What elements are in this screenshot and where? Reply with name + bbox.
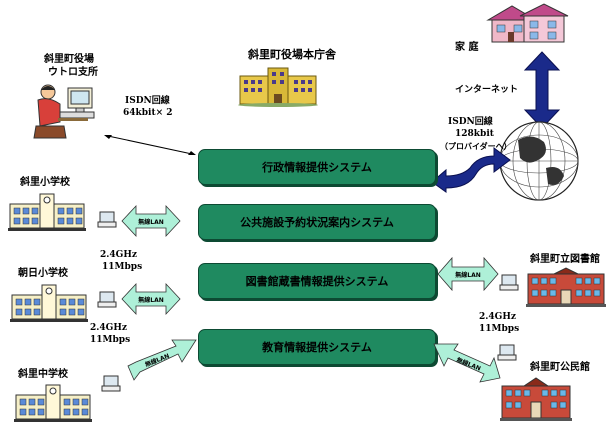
isdn-left-2: 64kbit× 2: [123, 108, 173, 118]
system-box-gyosei[interactable]: 行政情報提供システム: [198, 149, 436, 185]
freq-right-2: 11Mbps: [479, 324, 520, 334]
school1-building-icon: [8, 193, 86, 231]
school1-pc-icon: [97, 211, 117, 228]
wireless-arrow-2: 無線LAN: [121, 282, 181, 316]
library-building-icon: [526, 267, 606, 307]
freq-left-1: 2.4GHz: [100, 250, 137, 260]
isdn-right-2: 128kbit: [455, 129, 494, 139]
home-label: 家 庭: [455, 42, 479, 53]
isdn-right-3: （プロバイダーへ）: [440, 141, 512, 151]
house-icon: [486, 3, 569, 43]
school2-building-icon: [10, 284, 88, 322]
isdn-left-connector: [104, 135, 196, 155]
system-box-toshokan[interactable]: 図書館蔵書情報提供システム: [198, 263, 436, 299]
globe-icon: [499, 121, 579, 201]
freq-left2-2: 11Mbps: [90, 335, 131, 345]
freq-left2-1: 2.4GHz: [90, 323, 127, 333]
wireless-label-4: 無線LAN: [455, 271, 481, 279]
school3-label: 斜里中学校: [18, 369, 68, 380]
system-box-kyoiku[interactable]: 教育情報提供システム: [198, 329, 436, 365]
school1-label: 斜里小学校: [20, 177, 70, 188]
wireless-label-2: 無線LAN: [138, 296, 164, 304]
wireless-arrow-4: 無線LAN: [437, 256, 499, 292]
wireless-arrow-1: 無線LAN: [121, 204, 181, 238]
library-label: 斜里町立図書館: [530, 254, 600, 265]
library-pc-icon: [499, 274, 519, 291]
wireless-arrow-3: 無線LAN: [127, 339, 197, 381]
internet-wavy-arrow: [431, 147, 511, 193]
school3-pc-icon: [101, 375, 121, 392]
isdn-left-1: ISDN回線: [125, 96, 170, 106]
utoro-label-1: 斜里町役場: [44, 54, 94, 65]
internet-label: インターネット: [455, 85, 519, 95]
utoro-label-2: ウトロ支所: [48, 67, 98, 78]
school2-pc-icon: [97, 291, 117, 308]
school2-label: 朝日小学校: [18, 268, 68, 279]
system-box-shisetsu[interactable]: 公共施設予約状況案内システム: [198, 204, 436, 240]
main-office-label: 斜里町役場本庁舎: [248, 48, 336, 61]
wireless-label-1: 無線LAN: [138, 218, 164, 226]
freq-left-2: 11Mbps: [102, 262, 143, 272]
person-at-computer-icon: [33, 84, 95, 139]
isdn-right-1: ISDN回線: [448, 117, 493, 127]
main-office-building-icon: [238, 67, 318, 107]
wireless-arrow-5: 無線LAN: [433, 343, 501, 383]
school3-building-icon: [14, 384, 92, 422]
internet-double-arrow: [523, 51, 561, 129]
kouminkan-pc-icon: [497, 344, 517, 361]
freq-right-1: 2.4GHz: [479, 312, 516, 322]
kouminkan-label: 斜里町公民館: [530, 362, 590, 373]
kouminkan-building-icon: [500, 377, 572, 421]
